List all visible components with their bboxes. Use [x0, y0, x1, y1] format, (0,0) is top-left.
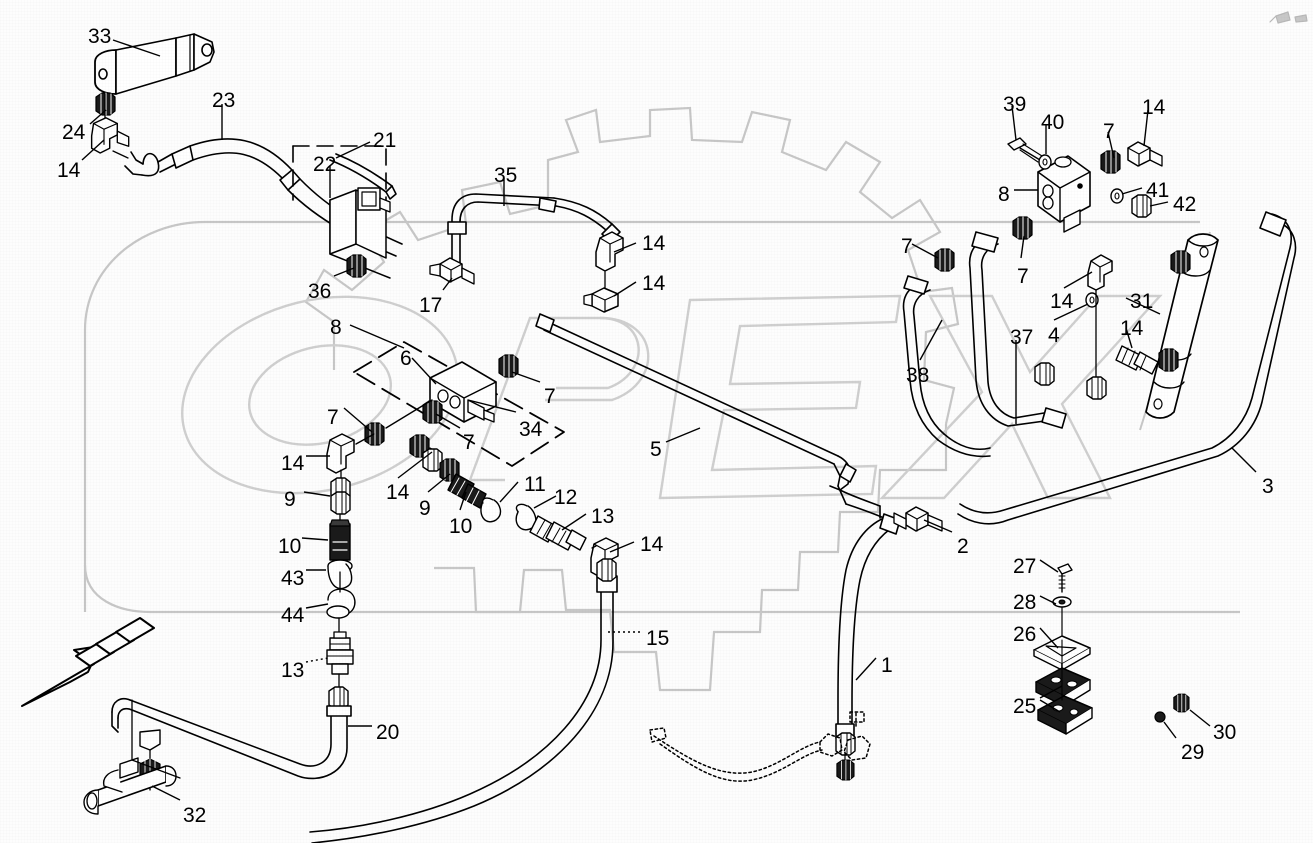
callout-13a: 13: [591, 505, 615, 528]
part-10-coupling-left: [329, 519, 351, 561]
callout-22: 22: [313, 153, 337, 176]
callout-7d: 7: [1103, 120, 1115, 143]
leader-lines: [81, 39, 1257, 801]
callout-9a: 9: [284, 488, 296, 511]
part-1-hose: [835, 513, 901, 781]
callout-9b: 9: [419, 497, 431, 520]
callout-29: 29: [1181, 741, 1205, 764]
direction-arrow: [21, 617, 155, 707]
callout-8a: 8: [330, 316, 342, 339]
callout-24: 24: [62, 121, 86, 144]
part-15-hose: [309, 558, 618, 843]
part-35-tube: [447, 193, 621, 269]
callout-41: 41: [1146, 179, 1170, 202]
part-21-22-bracket: [292, 145, 387, 205]
callout-20: 20: [376, 721, 400, 744]
callout-3: 3: [1262, 475, 1274, 498]
callout-13b: 13: [281, 659, 305, 682]
callout-10b: 10: [449, 515, 473, 538]
callout-5: 5: [650, 438, 662, 461]
callout-14g: 14: [1142, 96, 1166, 119]
part-20b-hose: [158, 728, 340, 800]
part-25-clamp-lower: [1037, 695, 1093, 735]
callout-11: 11: [524, 473, 546, 496]
phantom-hose: [649, 727, 823, 782]
phantom-fitting: [819, 711, 871, 761]
part-11-cap: [480, 497, 502, 523]
part-22-strap: [329, 153, 397, 200]
part-20-hose: [111, 697, 352, 780]
callout-37: 37: [1010, 326, 1034, 349]
callout-44: 44: [281, 604, 305, 627]
callout-17: 17: [419, 294, 443, 317]
callout-14c: 14: [642, 272, 666, 295]
part-5-tube: [535, 313, 885, 519]
callout-28: 28: [1013, 591, 1037, 614]
callout-40: 40: [1041, 111, 1065, 134]
callout-12: 12: [554, 486, 578, 509]
callout-35: 35: [494, 164, 518, 187]
callout-7f: 7: [1017, 265, 1029, 288]
callout-14e: 14: [386, 481, 410, 504]
callout-7b: 7: [327, 406, 339, 429]
callout-14f: 14: [640, 533, 664, 556]
callout-31: 31: [1130, 290, 1154, 313]
part-31-cylinder: [1145, 233, 1219, 419]
callout-14h: 14: [1050, 290, 1074, 313]
part-2-tee: [893, 506, 943, 532]
callout-30: 30: [1213, 721, 1237, 744]
part-33-pin: [94, 33, 215, 95]
callout-7a: 7: [544, 385, 556, 408]
callout-32: 32: [183, 804, 207, 827]
part-17-tee: [429, 257, 475, 285]
part-39-bolt: [1007, 137, 1043, 163]
callout-14a: 14: [57, 159, 81, 182]
part-10-coupling-mid: [447, 473, 487, 509]
part-8-dashbox-left: [353, 341, 565, 467]
part-32-tube: [83, 729, 177, 815]
callout-42: 42: [1173, 193, 1197, 216]
callout-2: 2: [957, 535, 969, 558]
callout-7e: 7: [901, 235, 913, 258]
callout-4: 4: [1048, 324, 1060, 347]
callout-36: 36: [308, 280, 332, 303]
part-37-hose: [968, 231, 1067, 429]
part-27-bolt: [1057, 563, 1073, 593]
callout-7c: 7: [463, 431, 475, 454]
callout-43: 43: [281, 567, 305, 590]
callout-26: 26: [1013, 623, 1037, 646]
part-44-cap: [326, 588, 356, 619]
part-38-hose: [902, 275, 991, 458]
callout-15: 15: [646, 627, 670, 650]
part-6-manifold-left: [429, 361, 497, 423]
part-28-washer: [1052, 596, 1072, 608]
part-36-bracket: [329, 187, 391, 279]
callout-39: 39: [1003, 93, 1027, 116]
part-13-coupler-left: [326, 631, 354, 675]
callout-10a: 10: [278, 535, 302, 558]
part-13-coupler-center: [529, 515, 587, 551]
callout-38: 38: [906, 364, 930, 387]
part-8-manifold-right: [1037, 155, 1091, 233]
callout-25: 25: [1013, 695, 1037, 718]
part-3-hose: [957, 211, 1297, 525]
callout-27: 27: [1013, 555, 1037, 578]
callout-14i: 14: [1120, 317, 1144, 340]
corner-mark: [1269, 11, 1308, 24]
part-14-fitting-lower: [1115, 345, 1159, 375]
callout-21: 21: [373, 129, 397, 152]
callout-34: 34: [519, 418, 543, 441]
callout-33: 33: [88, 25, 112, 48]
callout-23: 23: [212, 89, 236, 112]
callout-6: 6: [400, 347, 412, 370]
callout-1: 1: [881, 654, 893, 677]
callout-14b: 14: [642, 232, 666, 255]
part-26-plate: [1033, 635, 1091, 671]
part-29-30-fasteners: [1154, 693, 1190, 723]
callout-8b: 8: [998, 183, 1010, 206]
callout-14d: 14: [281, 452, 305, 475]
